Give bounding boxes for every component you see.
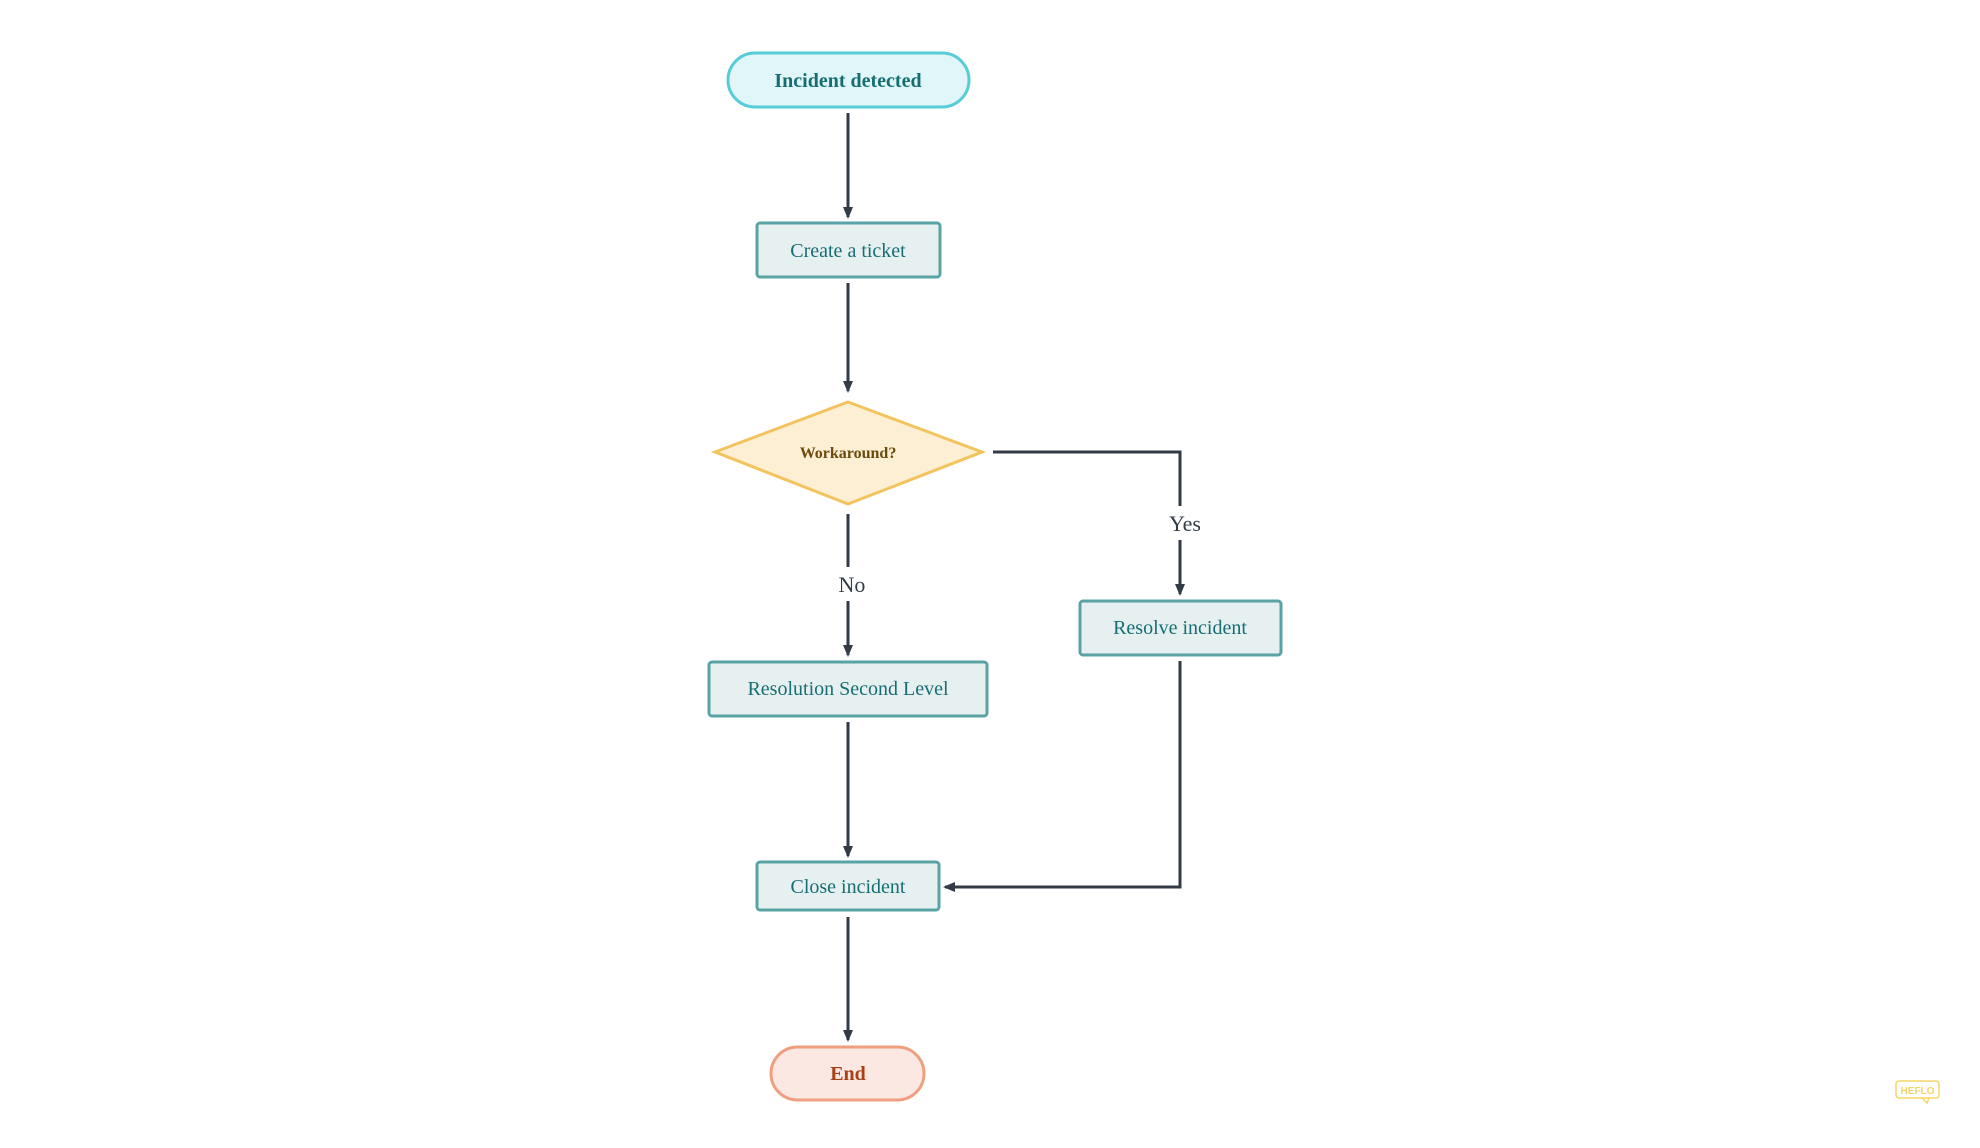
create-ticket-label: Create a ticket <box>790 240 906 262</box>
end-terminal-shape <box>769 1045 926 1102</box>
close-incident-label: Close incident <box>791 876 906 898</box>
close-incident-shape <box>755 860 941 912</box>
workaround-decision[interactable]: Workaround? <box>710 400 987 506</box>
resolution-second-level-label: Resolution Second Level <box>747 678 949 700</box>
resolution-second-level-shape <box>707 660 989 718</box>
no-label: No <box>839 572 866 597</box>
resolve-incident-shape <box>1078 599 1283 657</box>
heflo-logo-tail <box>1921 1097 1930 1105</box>
resolve-incident-label: Resolve incident <box>1113 617 1247 639</box>
edge-decision-yes-to-resolve <box>993 450 1185 596</box>
edge-label-no: No <box>832 567 872 601</box>
create-ticket-task[interactable]: Create a ticket <box>755 221 942 279</box>
heflo-logo: HEFLO <box>1895 1080 1940 1105</box>
start-terminal[interactable]: Incident detected <box>726 51 971 109</box>
close-incident-task[interactable]: Close incident <box>755 860 941 912</box>
start-terminal-shape <box>726 51 971 109</box>
resolve-incident-task[interactable]: Resolve incident <box>1078 599 1283 657</box>
start-terminal-label: Incident detected <box>774 70 921 92</box>
create-ticket-shape <box>755 221 942 279</box>
workaround-decision-shape <box>710 400 987 506</box>
heflo-logo-text: HEFLO <box>1901 1086 1935 1097</box>
heflo-logo-frame <box>1895 1080 1940 1099</box>
edge-resolve-to-close <box>943 661 1182 892</box>
end-terminal-label: End <box>830 1063 866 1085</box>
end-terminal[interactable]: End <box>769 1045 926 1102</box>
workaround-decision-label: Workaround? <box>800 445 897 462</box>
yes-label: Yes <box>1169 511 1201 536</box>
edge-label-yes: Yes <box>1162 506 1201 540</box>
resolution-second-level-task[interactable]: Resolution Second Level <box>707 660 989 718</box>
